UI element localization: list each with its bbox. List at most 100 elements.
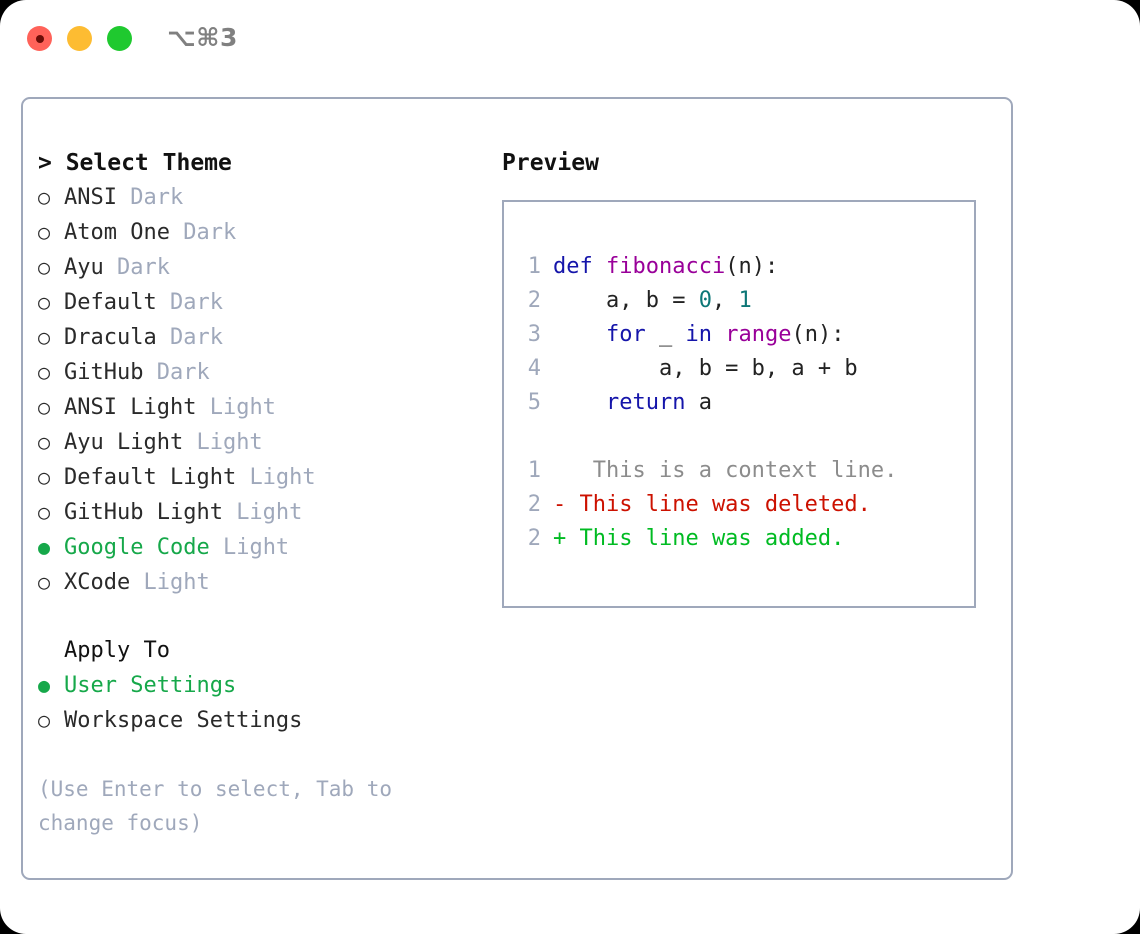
code-token-fn: fibonacci	[605, 254, 726, 279]
code-token-num: 0	[698, 288, 712, 313]
apply-to-option-label: User Settings	[64, 673, 237, 698]
close-button[interactable]	[27, 26, 52, 51]
radio-unselected-icon: ○	[38, 325, 51, 349]
window-titlebar: ⌥⌘3	[0, 0, 1140, 78]
radio-unselected-icon: ○	[38, 255, 51, 279]
minimize-button[interactable]	[67, 26, 92, 51]
diff-line-text: + This line was added.	[553, 526, 845, 551]
code-line: 3 for _ in range(n):	[513, 318, 968, 352]
code-token-pln	[553, 390, 606, 415]
theme-option-ansi[interactable]: ○ ANSI Dark	[38, 180, 488, 215]
code-token-kw: return	[605, 390, 686, 415]
theme-option-ansi-light[interactable]: ○ ANSI Light Light	[38, 390, 488, 425]
radio-unselected-icon: ○	[38, 290, 51, 314]
code-line-number: 1	[527, 254, 541, 279]
theme-option-google-code[interactable]: ● Google Code Light	[38, 530, 488, 565]
theme-option-label: Dracula	[64, 325, 170, 350]
theme-option-dracula[interactable]: ○ Dracula Dark	[38, 320, 488, 355]
diff-line-text: This is a context line.	[553, 458, 898, 483]
code-line: 2 a, b = 0, 1	[513, 284, 968, 318]
theme-option-atom-one[interactable]: ○Atom One Dark	[38, 215, 488, 250]
theme-option-variant-tag: Dark	[169, 290, 223, 315]
theme-option-variant-tag: Light	[143, 570, 210, 595]
theme-option-variant-tag: Light	[196, 430, 263, 455]
radio-unselected-icon: ○	[38, 395, 51, 419]
theme-option-label: Default Light	[64, 465, 250, 490]
list-spacer	[38, 600, 488, 634]
theme-option-label: Ayu Light	[64, 430, 197, 455]
diff-line: 2 - This line was deleted.	[513, 488, 968, 522]
diff-line-number: 1	[527, 458, 541, 483]
theme-option-variant-tag: Dark	[169, 325, 223, 350]
select-theme-heading: > Select Theme	[38, 150, 232, 176]
radio-unselected-icon: ○	[38, 185, 51, 209]
apply-to-heading: Apply To	[64, 638, 170, 663]
radio-unselected-icon: ○	[38, 500, 51, 524]
radio-selected-icon: ●	[38, 535, 51, 559]
theme-option-label: GitHub	[64, 360, 157, 385]
theme-option-label: ANSI	[64, 185, 131, 210]
theme-option-label: Ayu	[64, 255, 117, 280]
code-token-pln: ,	[711, 288, 739, 313]
radio-unselected-icon: ○	[38, 465, 51, 489]
code-line-number: 4	[527, 356, 541, 381]
theme-option-xcode[interactable]: ○XCode Light	[38, 565, 488, 600]
preview-heading: Preview	[502, 150, 599, 176]
code-token-fn: range	[725, 322, 792, 347]
theme-option-ayu[interactable]: ○ Ayu Dark	[38, 250, 488, 285]
theme-option-variant-tag: Dark	[130, 185, 184, 210]
diff-line-text: - This line was deleted.	[553, 492, 871, 517]
code-line-number: 5	[527, 390, 541, 415]
theme-option-label: Default	[64, 290, 170, 315]
code-line: 5 return a	[513, 386, 968, 420]
theme-picker-column: > Select Theme ○ANSI Dark○Atom One Dark○…	[38, 146, 488, 840]
radio-unselected-icon: ○	[38, 220, 51, 244]
code-token-pln	[712, 322, 725, 347]
apply-to-option-workspace-settings[interactable]: ○Workspace Settings	[38, 703, 488, 738]
code-token-kw: in	[685, 322, 712, 347]
diff-line: 2+ This line was added.	[513, 522, 968, 556]
theme-option-variant-tag: Light	[209, 395, 276, 420]
keyboard-hint-text: (Use Enter to select, Tab to change focu…	[38, 777, 393, 835]
theme-option-label: Atom One	[64, 220, 184, 245]
diff-line-number: 2	[527, 492, 541, 517]
code-token-pln: a, b =	[553, 288, 699, 313]
code-line-number: 2	[527, 288, 541, 313]
apply-to-option-user-settings[interactable]: ●User Settings	[38, 668, 488, 703]
theme-option-default[interactable]: ○ Default Dark	[38, 285, 488, 320]
diff-line: 1 This is a context line.	[513, 454, 968, 488]
theme-option-label: Google Code	[64, 535, 223, 560]
theme-option-variant-tag: Dark	[116, 255, 170, 280]
theme-option-github[interactable]: ○GitHub Dark	[38, 355, 488, 390]
theme-option-default-light[interactable]: ○ Default Light Light	[38, 460, 488, 495]
theme-option-label: ANSI Light	[64, 395, 210, 420]
theme-option-github-light[interactable]: ○GitHub Light Light	[38, 495, 488, 530]
maximize-button[interactable]	[107, 26, 132, 51]
theme-option-variant-tag: Light	[222, 535, 290, 560]
code-token-pln: _	[645, 322, 686, 347]
code-line: 4 a, b = b, a + b	[513, 352, 968, 386]
code-token-pln: (n):	[791, 322, 845, 347]
diff-block: 1 This is a context line. 2 - This line wa…	[513, 454, 968, 556]
apply-to-list[interactable]: ●User Settings○Workspace Settings	[38, 668, 488, 738]
code-token-num: 1	[738, 288, 752, 313]
theme-option-variant-tag: Light	[249, 465, 316, 490]
code-token-pln: (n):	[725, 254, 779, 279]
code-diff-separator	[513, 420, 968, 454]
theme-option-variant-tag: Light	[236, 500, 303, 525]
code-token-kw: for	[605, 322, 646, 347]
code-token-pln: a	[685, 390, 712, 415]
window-shortcut-label: ⌥⌘3	[167, 23, 238, 52]
radio-unselected-icon: ○	[38, 708, 51, 732]
theme-option-ayu-light[interactable]: ○ Ayu Light Light	[38, 425, 488, 460]
theme-list[interactable]: ○ ANSI Dark ○ Atom One Dark ○ Ayu Dark ○ Defaul…	[38, 180, 488, 600]
theme-option-variant-tag: Dark	[156, 360, 210, 385]
theme-option-label: XCode	[64, 570, 144, 595]
code-token-pln	[553, 322, 606, 347]
radio-unselected-icon: ○	[38, 430, 51, 454]
main-panel: > Select Theme ○ANSI Dark○Atom One Dark○…	[21, 97, 1013, 880]
